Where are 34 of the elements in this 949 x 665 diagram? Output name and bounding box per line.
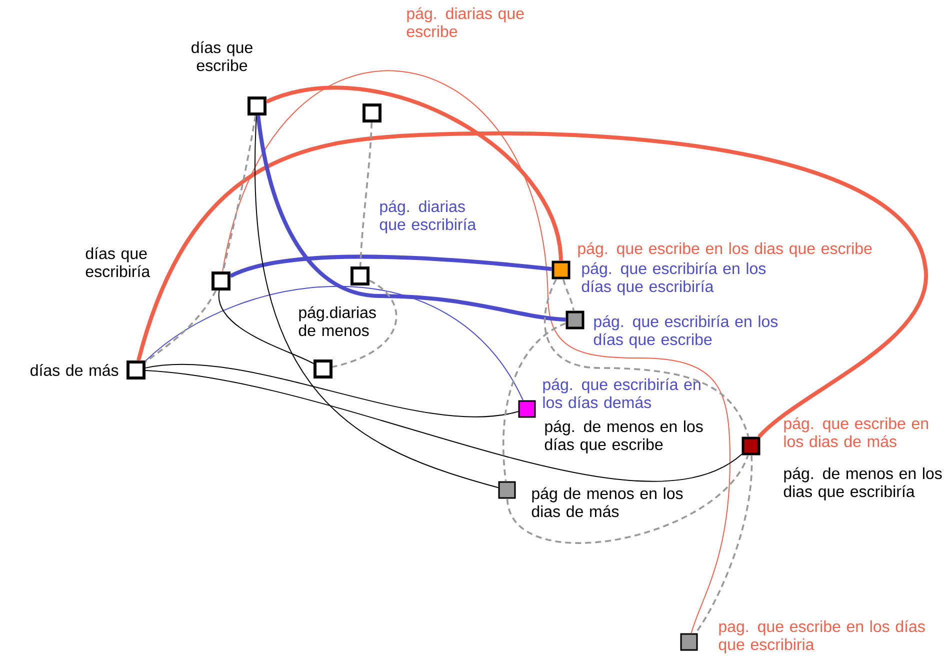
- connector-line: [256, 115, 566, 322]
- connector-line: [562, 279, 574, 311]
- connector-line: [254, 115, 499, 488]
- connector-line: [694, 455, 752, 634]
- connector-line: [502, 322, 566, 482]
- connector-line: [266, 86, 563, 262]
- connector-line: [144, 290, 217, 363]
- connector-line: [136, 132, 928, 438]
- node-label: pág.diarias de menos: [298, 306, 376, 336]
- connector-line: [145, 364, 519, 418]
- connector-line: [218, 290, 314, 364]
- node-label: pág. que escribiría en los días que escribe: [594, 315, 778, 348]
- node-label: pág. que escribe en los dias de más: [784, 417, 928, 448]
- node-label: pag. que escribe en los días que escribiria: [718, 620, 925, 654]
- node-label: pág. que escribiría en los días que escribiría: [582, 262, 766, 296]
- connector-line: [506, 454, 749, 544]
- node-label: pág. de menos en los dias que escribiría: [784, 467, 942, 500]
- node-label: pág. que escribiría en los días demás: [543, 378, 700, 408]
- connector-line: [145, 286, 524, 401]
- connector-line: [332, 280, 398, 368]
- connector-line: [544, 278, 750, 438]
- node-label: días que escribiría: [86, 247, 150, 278]
- connector-line: [145, 370, 742, 482]
- node-label: pág. que escribe en los dias que escribe: [578, 242, 872, 258]
- square-marker: [362, 104, 382, 122]
- node-label: pág. diarias que escribiría: [380, 200, 476, 234]
- connector-line: [222, 70, 730, 634]
- node-label: pág de menos en los dias de más: [532, 487, 683, 518]
- connector-line: [230, 254, 552, 278]
- connector-line: [359, 122, 373, 267]
- text-label: pág. diarias que escribe: [406, 7, 524, 38]
- node-label: días de más: [30, 364, 118, 376]
- text-label: pág. de menos en los días que escribe: [544, 420, 703, 454]
- node-label: días que escribe: [192, 41, 252, 72]
